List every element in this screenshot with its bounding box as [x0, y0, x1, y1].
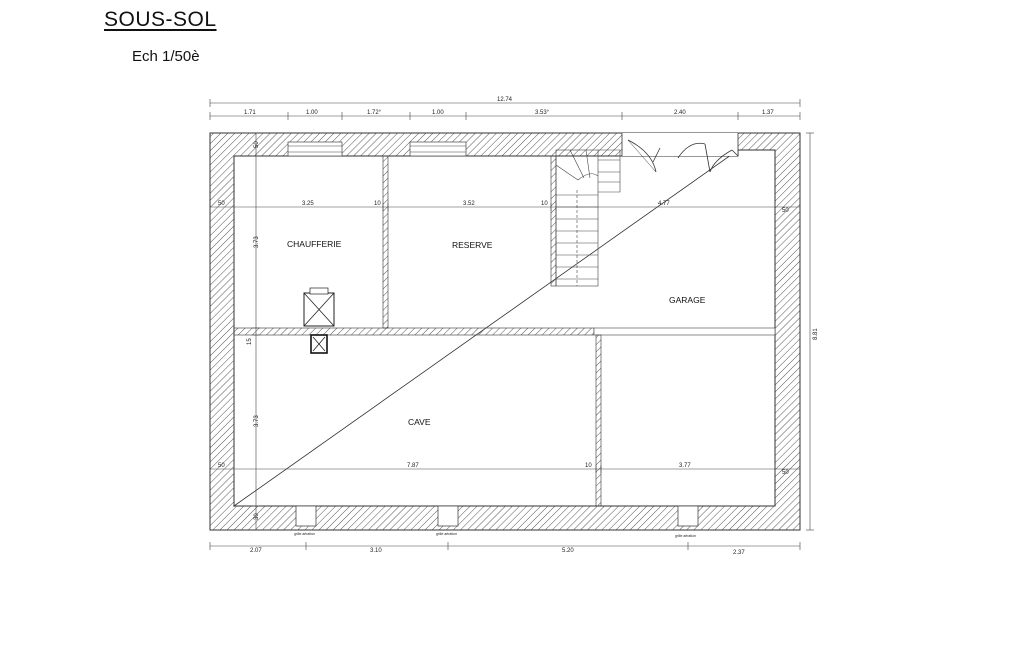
room-label-chaufferie: CHAUFFERIE	[287, 239, 342, 249]
dim-mid: 4.77	[658, 201, 670, 207]
wall-horizontal-main	[233, 327, 595, 336]
dim-mid: 3.52	[463, 201, 475, 207]
dim-top: 1.00	[432, 110, 444, 116]
dim-low: 3.77	[679, 463, 691, 469]
dim-mid: 50	[218, 201, 225, 207]
dim-overall-height: 8.81	[813, 328, 819, 340]
vent-opening	[295, 505, 317, 527]
dim-mid: 3.25	[302, 201, 314, 207]
room-label-garage: GARAGE	[669, 295, 706, 305]
dim-top: 1.71	[244, 110, 256, 116]
dim-mid: 10	[374, 201, 381, 207]
dim-top: 2.40	[674, 110, 686, 116]
dim-mid: 10	[541, 201, 548, 207]
dim-left: 3.73	[254, 236, 260, 248]
dim-top: 1.37	[762, 110, 774, 116]
room-label-reserve: RESERVE	[452, 240, 493, 250]
dim-bottom: 5.20	[562, 548, 574, 554]
page-title: SOUS-SOL	[104, 8, 217, 31]
dim-bottom: 2.37	[733, 550, 745, 556]
wall-chaufferie-reserve	[382, 155, 389, 329]
vent-label: grille aération	[675, 534, 696, 538]
dim-left: 15	[247, 338, 253, 345]
dim-bottom: 3.10	[370, 548, 382, 554]
dim-bottom: 2.07	[250, 548, 262, 554]
dim-top: 3.53°	[535, 110, 550, 116]
dim-low: 10	[585, 463, 592, 469]
dim-top: 1.00	[306, 110, 318, 116]
vent-label: grille aération	[294, 532, 315, 536]
vent-opening	[677, 505, 699, 527]
staircase	[555, 149, 621, 287]
garage-door	[621, 133, 739, 173]
window-reserve	[409, 141, 467, 157]
dim-left: 50	[254, 141, 260, 148]
dim-overall-width: 12.74	[497, 97, 513, 103]
dim-left: 30	[254, 513, 260, 520]
vent-opening	[437, 505, 459, 527]
dim-low: 7.87	[407, 463, 419, 469]
wall-cave-right	[595, 334, 602, 507]
wall-reserve-stair	[550, 155, 557, 287]
boiler	[303, 287, 335, 327]
window-chaufferie	[287, 141, 343, 157]
room-label-cave: CAVE	[408, 417, 431, 427]
dim-low: 50	[782, 470, 789, 476]
vent-label: grille aération	[436, 532, 457, 536]
dim-low: 50	[218, 463, 225, 469]
scale-label: Ech 1/50è	[132, 48, 200, 65]
dim-mid: 50	[782, 208, 789, 214]
dim-top: 1.72°	[367, 110, 382, 116]
flue	[310, 334, 328, 354]
dim-left: 3.73	[254, 415, 260, 427]
wall-horizontal-right	[593, 327, 776, 336]
